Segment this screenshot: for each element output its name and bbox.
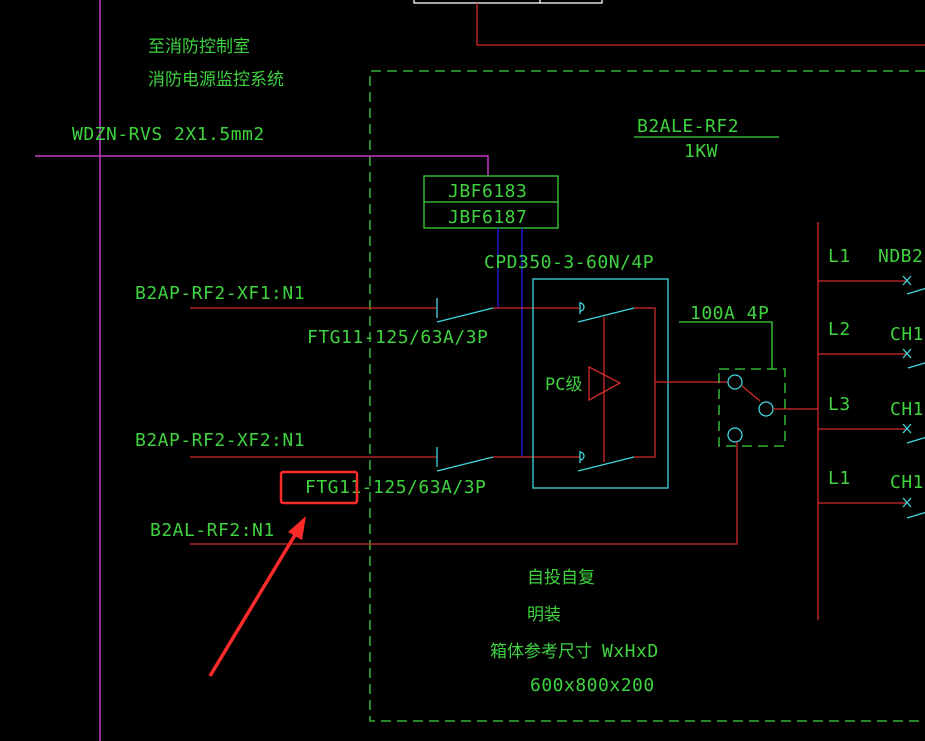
cable-label: WDZN-RVS 2X1.5mm2 xyxy=(72,124,265,145)
highlight-box xyxy=(279,470,359,505)
outgoing-circuit[interactable]: L3 CH1- xyxy=(818,394,925,444)
incomer-2-breaker[interactable] xyxy=(436,447,494,472)
feeder-wire-top xyxy=(476,3,925,46)
module-1: JBF6183 xyxy=(448,181,527,202)
spd-triangle-icon xyxy=(588,365,622,402)
note-power-monitor: 消防电源监控系统 xyxy=(148,70,284,90)
title-block-fragment xyxy=(413,0,603,4)
size-value: 600x800x200 xyxy=(530,675,655,696)
control-wire xyxy=(190,442,738,545)
note-to-fire-control: 至消防控制室 xyxy=(148,37,250,57)
module-2: JBF6187 xyxy=(448,207,527,228)
size-dims: WxHxD xyxy=(602,641,659,662)
outgoing-circuit[interactable]: L1 CH1- xyxy=(818,468,925,519)
phase-label: L1 xyxy=(828,468,851,489)
panel-boundary xyxy=(369,70,925,722)
panel-name: B2ALE-RF2 xyxy=(637,116,739,137)
outgoing-circuit[interactable]: L2 CH1 xyxy=(818,319,925,369)
panel-power: 1KW xyxy=(684,141,718,162)
annotation-arrow-icon xyxy=(208,516,306,677)
mounting: 明装 xyxy=(527,605,561,625)
ats-switch[interactable] xyxy=(718,368,786,447)
incomer-2-source: B2AP-RF2-XF2:N1 xyxy=(135,430,305,451)
size-label: 箱体参考尺寸 xyxy=(490,642,592,662)
monitor-module-box[interactable]: JBF6183 JBF6187 xyxy=(423,175,559,229)
spd-model: CPD350-3-60N/4P xyxy=(484,252,654,273)
switching-mode: 自投自复 xyxy=(527,568,595,588)
incomer-1-breaker-label: FTG11-125/63A/3P xyxy=(307,327,488,348)
control-source: B2AL-RF2:N1 xyxy=(150,520,275,541)
incomer-1-source: B2AP-RF2-XF1:N1 xyxy=(135,283,305,304)
incomer-2-breaker-label: FTG11-125/63A/3P xyxy=(305,477,486,498)
incomer-1-breaker[interactable] xyxy=(436,298,494,323)
ats-label-leader xyxy=(679,321,773,369)
monitor-signal-line xyxy=(35,155,489,176)
phase-label: L2 xyxy=(828,319,851,340)
circuit-label: NDB2 xyxy=(878,246,923,267)
outgoing-circuit[interactable]: L1 NDB2 xyxy=(818,246,925,295)
circuit-label: CH1 xyxy=(890,324,924,345)
circuit-label: CH1- xyxy=(890,472,925,493)
phase-label: L1 xyxy=(828,246,851,267)
ats-rating: 100A 4P xyxy=(690,303,769,324)
phase-label: L3 xyxy=(828,394,851,415)
circuit-label: CH1- xyxy=(890,399,925,420)
spd-class: PC级 xyxy=(545,375,582,395)
